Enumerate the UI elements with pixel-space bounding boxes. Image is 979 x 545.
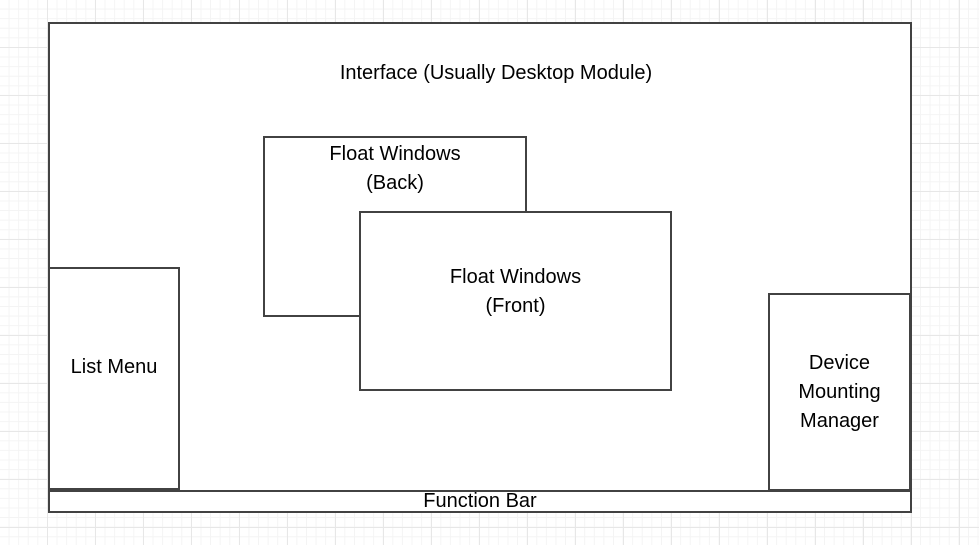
float-windows-front-label: Float Windows (Front) (449, 266, 582, 317)
float-windows-back-label: Float Windows (Back) (329, 143, 461, 194)
list-menu-box[interactable]: List Menu (48, 267, 180, 490)
device-mounting-manager-label: Device Mounting Manager (798, 351, 881, 432)
float-windows-front-box[interactable]: Float Windows (Front) (359, 211, 672, 391)
list-menu-label: List Menu (70, 356, 158, 378)
device-mounting-manager-box[interactable]: Device Mounting Manager (768, 293, 911, 491)
interface-label: Interface (Usually Desktop Module) (339, 62, 653, 84)
function-bar-box[interactable]: Function Bar (48, 490, 912, 513)
function-bar-label: Function Bar (423, 490, 537, 512)
